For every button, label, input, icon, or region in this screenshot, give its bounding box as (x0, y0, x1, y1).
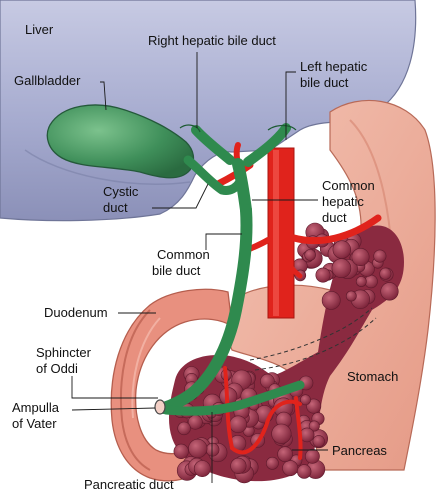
label-cystic-line2: duct (103, 200, 128, 215)
duodenum-inner-wall (119, 309, 151, 471)
pancreas-lobule (277, 446, 293, 463)
common-bile-duct (158, 204, 253, 414)
label-duodenum: Duodenum (44, 305, 108, 320)
pancreas-lobule (177, 421, 191, 436)
pancreas-lobule (380, 282, 399, 301)
label-common-hepatic-line1: Common (322, 178, 375, 193)
pancreas-lobule (299, 427, 315, 443)
pancreas-lobule (265, 456, 279, 470)
label-gallbladder: Gallbladder (14, 73, 81, 88)
aorta (267, 147, 295, 319)
artery-branch-lower (294, 396, 303, 460)
pancreas-lobule (331, 258, 352, 279)
pancreas-lobule (332, 240, 351, 259)
leader-sphincter (71, 376, 158, 399)
label-liver: Liver (25, 22, 54, 37)
pancreas-lobule (321, 290, 341, 310)
leader-ampulla (71, 407, 156, 411)
pancreas-lobule (193, 460, 211, 478)
label-right-hepatic-bile-duct: Right hepatic bile duct (148, 33, 276, 48)
pancreas-lobule (351, 248, 370, 267)
aorta-highlight (273, 150, 279, 316)
pancreas-lobule (312, 435, 325, 448)
label-left-hepatic-line1: Left hepatic (300, 59, 368, 74)
label-common-bile-line2: bile duct (152, 263, 201, 278)
label-common-hepatic-line3: duct (322, 210, 347, 225)
pancreas-lobule (304, 249, 316, 261)
right-hepatic-bile-duct (191, 125, 235, 165)
hepatic-duct-funnel-right (179, 124, 201, 133)
pancreatic-duct-dashed (249, 307, 373, 361)
artery-to-pancreas (279, 247, 303, 279)
pancreas-lobule (379, 267, 392, 280)
pancreas-lobule (173, 443, 189, 460)
leader-cystic (152, 183, 209, 209)
pancreas-lobule (205, 442, 220, 457)
leader-common-bile (205, 233, 242, 250)
pancreas-lobule (229, 415, 247, 434)
pancreatic-duct (161, 380, 305, 416)
label-common-hepatic-line2: hepatic (322, 194, 364, 209)
pancreas-lobule (271, 423, 292, 444)
label-stomach: Stomach (347, 369, 398, 384)
leader-gallbladder (100, 81, 107, 111)
label-left-hepatic-line2: bile duct (300, 75, 349, 90)
cystic-duct (183, 155, 245, 195)
label-ampulla-line2: of Vater (12, 416, 57, 431)
liver-highlight (24, 149, 191, 185)
pancreas-lobule (304, 448, 320, 464)
pancreas-lobule (315, 267, 331, 283)
pancreas-lobule (345, 290, 357, 302)
pancreas-lobule (355, 276, 367, 287)
pancreaticoduodenal-artery-2 (230, 399, 302, 455)
leader-left-hepatic (285, 71, 296, 140)
duodenum-inner-wall-2 (131, 317, 161, 419)
label-ampulla-line1: Ampulla (12, 400, 60, 415)
common-hepatic-duct (232, 158, 252, 216)
left-hepatic-bile-duct (243, 123, 291, 167)
pancreas-lobule (297, 464, 312, 479)
pancreas-lobule (308, 420, 320, 432)
gallbladder (46, 104, 195, 179)
label-pancreatic-duct: Pancreatic duct (84, 477, 174, 492)
pancreatic-duct-dashed-2 (254, 317, 377, 371)
pancreas-lobule (260, 373, 275, 389)
label-pancreas: Pancreas (332, 443, 387, 458)
pancreas-lobule (188, 438, 208, 459)
hepatic-duct-funnel-left (267, 124, 297, 131)
label-sphincter-line2: of Oddi (36, 361, 78, 376)
label-cystic-line1: Cystic (103, 184, 139, 199)
pancreas-lobule (373, 249, 387, 263)
pancreas-lobule (230, 457, 247, 475)
label-common-bile-line1: Common (157, 247, 210, 262)
label-sphincter-line1: Sphincter (36, 345, 92, 360)
pancreas-lobule (300, 394, 311, 406)
pancreas-lobule (282, 460, 299, 477)
splenic-artery (290, 214, 382, 245)
ampulla-of-vater (154, 399, 166, 415)
